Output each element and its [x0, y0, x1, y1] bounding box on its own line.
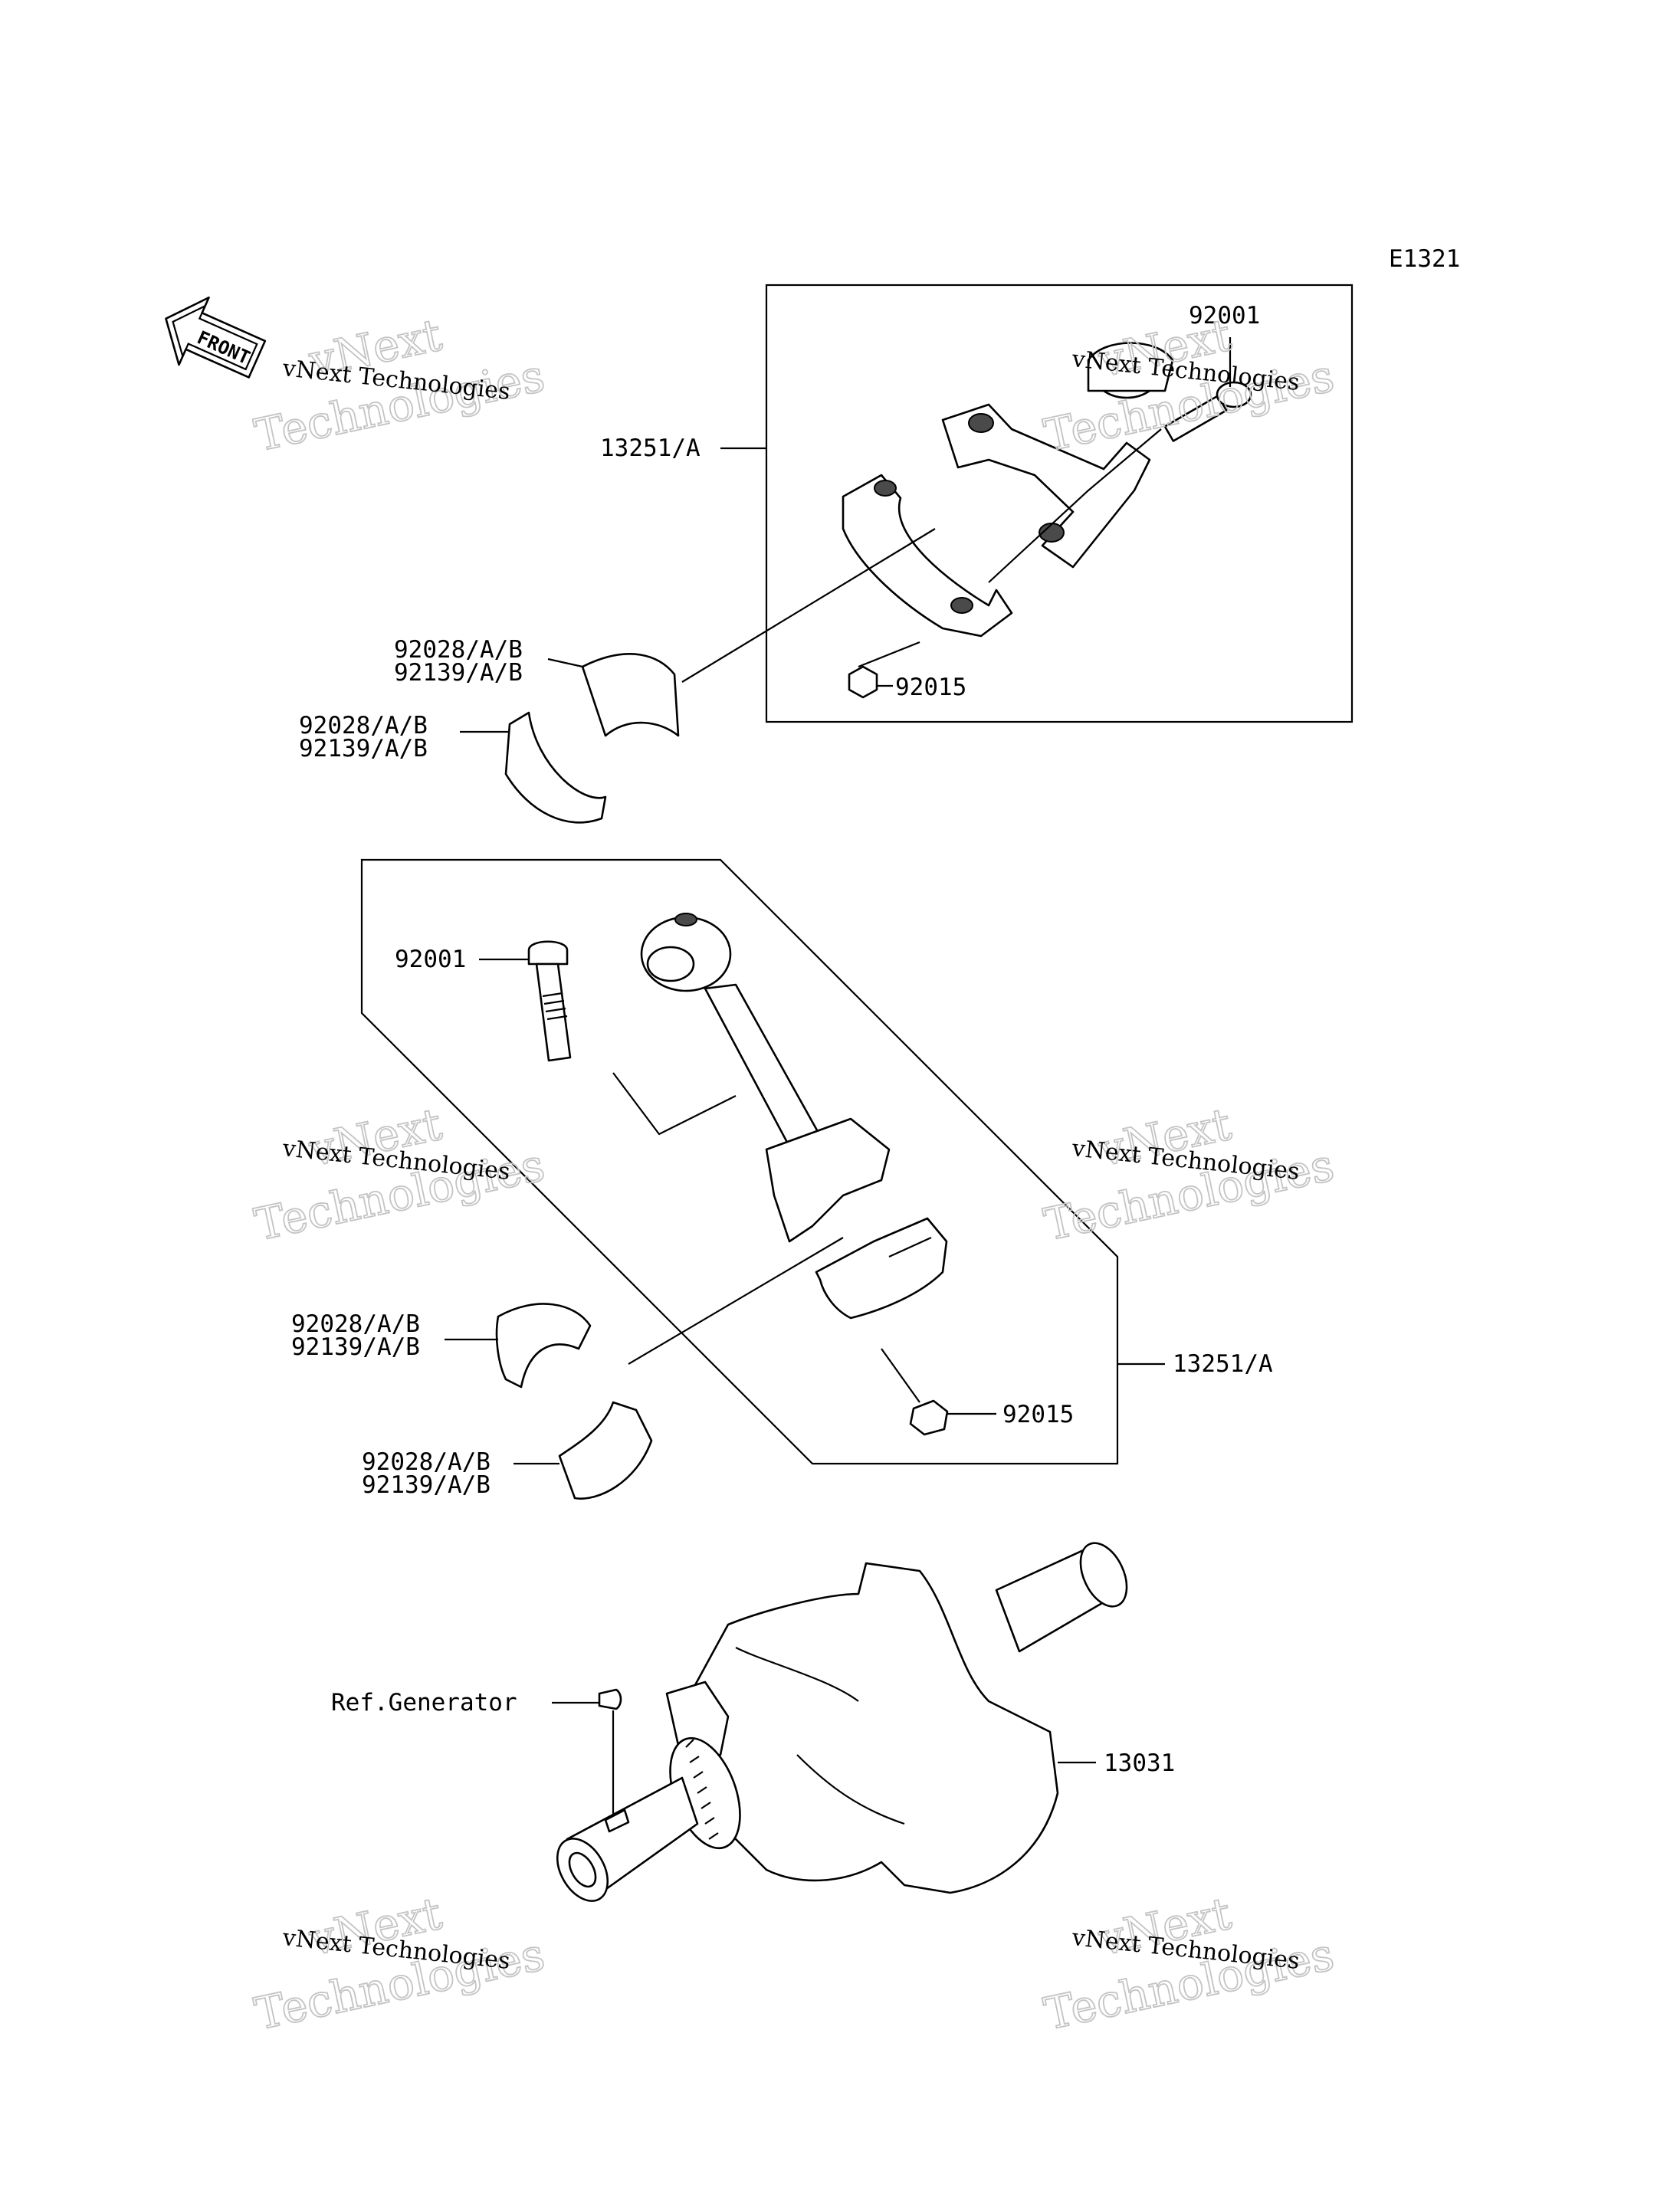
callout-92015-mid: 92015 [1002, 1401, 1074, 1428]
callout-92028-mid-1: 92028/A/B [291, 1310, 420, 1338]
diagram-code: E1321 [1389, 245, 1460, 273]
callout-92139-mid-1: 92139/A/B [291, 1333, 420, 1361]
mid-bearing-shell-2 [558, 1401, 653, 1500]
top-bearing-shell-1 [581, 653, 680, 737]
top-bearing-shell-2 [504, 711, 607, 824]
callout-92001-mid: 92001 [395, 946, 466, 973]
front-arrow-icon: FRONT [165, 296, 267, 379]
mid-rod-assembly-box [360, 858, 1119, 1465]
mid-bearing-shell-1 [495, 1303, 592, 1389]
top-nut [848, 665, 878, 699]
callout-92139-top-1: 92139/A/B [394, 659, 523, 687]
crankshaft-group: Ref.Generator 13031 [331, 1542, 1175, 1902]
middle-connecting-rod-group: 92001 13251/A 92015 92028/A/B 92139/A/B … [291, 858, 1273, 1500]
mid-nut [909, 1399, 949, 1436]
callout-92028-top-2: 92028/A/B [299, 712, 428, 739]
mid-bolt [527, 940, 572, 1062]
top-bearing-cap [842, 474, 1013, 638]
callout-13251-a-mid: 13251/A [1173, 1350, 1273, 1378]
top-connecting-rod [941, 342, 1174, 569]
top-rod-assembly-box [765, 284, 1354, 723]
callout-13251-a-top: 13251/A [600, 434, 701, 462]
woodruff-key [598, 1688, 622, 1710]
callout-92028-mid-2: 92028/A/B [362, 1448, 491, 1476]
callout-92028-top-1: 92028/A/B [394, 636, 523, 664]
mid-connecting-rod [640, 913, 891, 1243]
callout-92015-top: 92015 [895, 674, 966, 701]
callout-92001-top: 92001 [1189, 302, 1260, 330]
callout-ref-generator: Ref.Generator [331, 1689, 517, 1717]
callout-13031: 13031 [1104, 1749, 1175, 1777]
top-bolt [1163, 381, 1252, 442]
callout-92139-top-2: 92139/A/B [299, 735, 428, 762]
top-connecting-rod-group: 13251/A 92001 92015 92028/A/B 92139/A/B … [299, 284, 1354, 824]
mid-bearing-cap [815, 1217, 948, 1320]
callout-92139-mid-2: 92139/A/B [362, 1471, 491, 1499]
